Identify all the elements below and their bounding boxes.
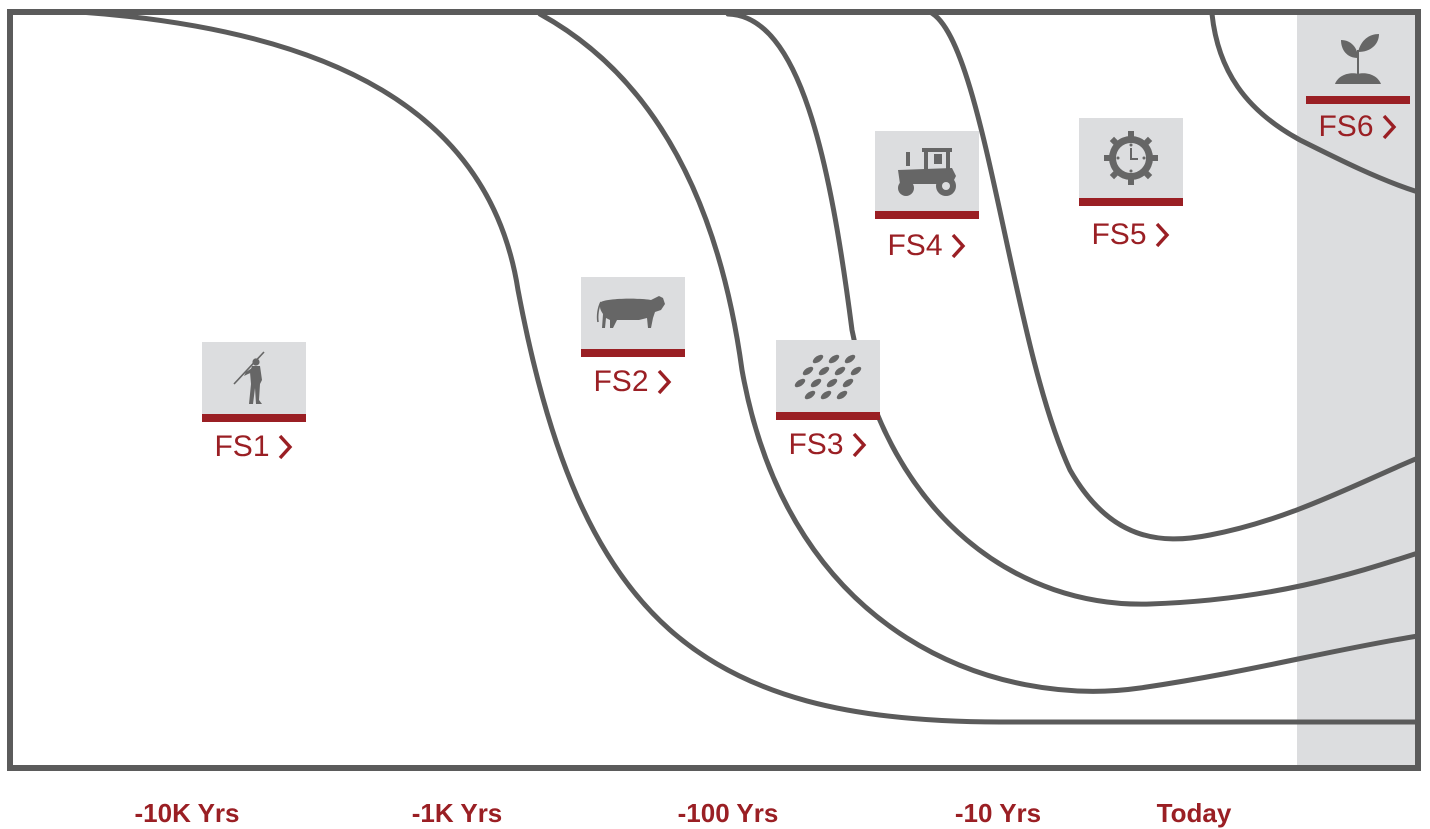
cow-icon	[596, 296, 665, 328]
boundary-curve-fs4-fs5	[927, 9, 1421, 542]
chevron-right-icon	[278, 434, 292, 460]
gear-clock-icon	[1104, 131, 1158, 185]
today-band	[1297, 12, 1418, 768]
chevron-right-icon	[657, 369, 671, 395]
time-axis-label: -10 Yrs	[954, 798, 1042, 828]
stage-fs1[interactable]: FS1	[202, 342, 306, 464]
sprout-icon	[1335, 34, 1381, 84]
stage-fs6-label: FS6	[1318, 110, 1374, 143]
stage-fs2-accent-bar	[581, 349, 685, 357]
stage-fs5-accent-bar	[1079, 198, 1183, 206]
diagram-frame	[7, 9, 1421, 771]
stage-fs5-link[interactable]: FS5	[1079, 218, 1183, 252]
stage-fs4-link[interactable]: FS4	[875, 229, 979, 263]
boundary-curve-fs5-fs6	[1209, 11, 1421, 195]
boundary-curve-fs3-fs4	[725, 11, 1421, 607]
stage-fs1-label: FS1	[214, 430, 270, 463]
stage-fs4-label: FS4	[887, 229, 943, 262]
stage-fs5[interactable]: FS5	[1079, 118, 1183, 252]
seeds-icon	[794, 354, 862, 400]
tractor-icon	[898, 148, 956, 196]
boundary-curve-fs1-fs2	[77, 9, 1421, 725]
stage-fs1-link[interactable]: FS1	[202, 430, 306, 464]
stage-fs1-accent-bar	[202, 414, 306, 422]
stage-fs3-link[interactable]: FS3	[776, 428, 880, 462]
stage-fs4-icon-box	[875, 131, 979, 211]
stage-fs2[interactable]: FS2	[581, 277, 685, 399]
stage-fs6-icon-box	[1306, 20, 1410, 96]
stage-fs3-accent-bar	[776, 412, 880, 420]
hunter-icon	[233, 351, 265, 404]
time-axis-label: -100 Yrs	[677, 798, 779, 828]
stage-fs6[interactable]: FS6	[1306, 20, 1410, 144]
stage-fs4-accent-bar	[875, 211, 979, 219]
stage-fs2-icon-box	[581, 277, 685, 349]
stage-fs1-icon-box	[202, 342, 306, 414]
chevron-right-icon	[1155, 222, 1169, 248]
chevron-right-icon	[951, 233, 965, 259]
stage-fs3[interactable]: FS3	[776, 340, 880, 462]
stage-fs3-label: FS3	[788, 428, 844, 461]
time-axis-label: Today	[1156, 798, 1232, 828]
stage-fs6-accent-bar	[1306, 96, 1410, 104]
stage-fs2-label: FS2	[593, 365, 649, 398]
chevron-right-icon	[852, 432, 866, 458]
stage-fs3-icon-box	[776, 340, 880, 412]
time-axis-label: -10K Yrs	[134, 798, 240, 828]
stage-fs6-link[interactable]: FS6	[1306, 110, 1410, 144]
boundary-curve-fs2-fs3	[537, 11, 1421, 694]
stage-fs2-link[interactable]: FS2	[581, 365, 685, 399]
stage-fs5-icon-box	[1079, 118, 1183, 198]
time-axis-label: -1K Yrs	[411, 798, 503, 828]
chevron-right-icon	[1382, 114, 1396, 140]
stage-fs4[interactable]: FS4	[875, 131, 979, 263]
stage-fs5-label: FS5	[1091, 218, 1147, 251]
